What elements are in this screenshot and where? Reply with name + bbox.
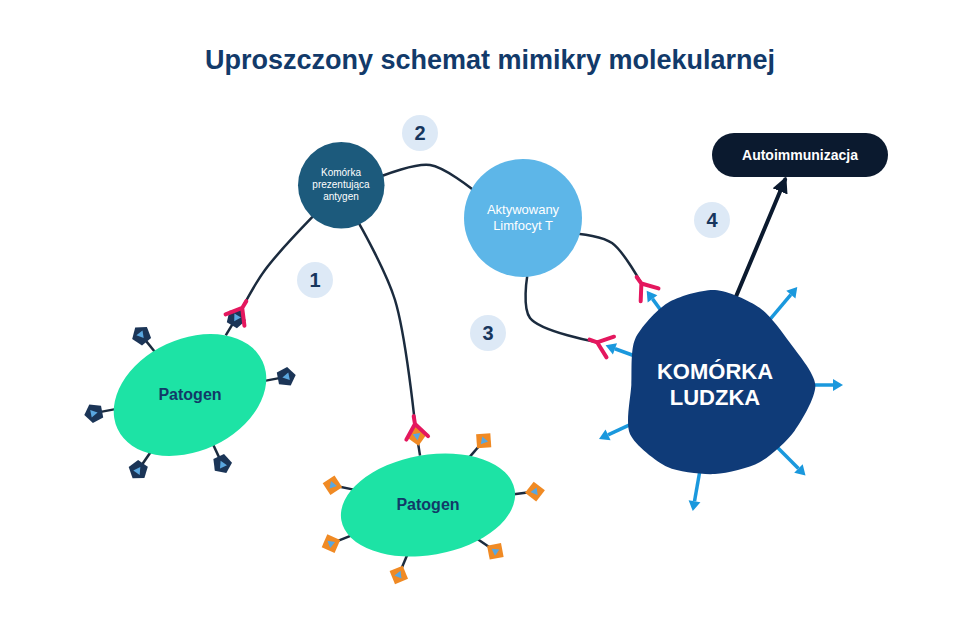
node-text: Komórka prezentująca antygen xyxy=(305,167,377,203)
callout-number: 1 xyxy=(297,262,333,298)
antigen-core xyxy=(327,541,335,548)
antigen-head xyxy=(323,475,343,495)
node-text: Aktywowany Limfocyt T xyxy=(475,202,571,233)
pathogen: Patogen xyxy=(340,455,516,555)
antigen-head xyxy=(84,404,103,423)
antigen-core xyxy=(282,372,289,380)
antigen-head xyxy=(390,566,408,585)
antigen-head xyxy=(476,433,491,448)
receptor xyxy=(637,277,659,301)
surface-antigen-head xyxy=(599,429,611,440)
connector xyxy=(242,217,312,308)
antigen-core xyxy=(481,437,488,445)
outcome-pill: Autoimmunizacja xyxy=(712,133,888,177)
antigen-core xyxy=(220,461,227,469)
callout-number: 3 xyxy=(470,315,506,351)
node-text: Patogen xyxy=(158,385,221,404)
surface-antigen-head xyxy=(786,287,797,299)
node-text: Autoimmunizacja xyxy=(742,147,858,164)
antigen-core xyxy=(394,571,401,579)
antigen-head xyxy=(132,327,151,345)
connector xyxy=(359,224,415,424)
t-lymphocyte: Aktywowany Limfocyt T xyxy=(464,159,582,277)
surface-antigen-head xyxy=(794,464,805,475)
node-label: Patogen xyxy=(158,385,221,404)
pathogen-body xyxy=(94,310,286,479)
antigen-core xyxy=(413,433,421,440)
node-label: KOMÓRKA LUDZKA xyxy=(650,359,780,412)
surface-antigen-head xyxy=(689,500,701,511)
surface-antigen-head xyxy=(833,379,843,391)
receptor xyxy=(406,416,428,439)
connector xyxy=(735,180,785,300)
connector xyxy=(526,277,598,342)
human-cell: KOMÓRKA LUDZKA xyxy=(617,289,813,481)
antigen-core xyxy=(492,549,500,556)
antigen-head xyxy=(487,543,504,560)
surface-antigen xyxy=(615,349,633,355)
pathogen: Patogen xyxy=(110,339,270,451)
antigen-head xyxy=(213,454,232,473)
surface-antigen-head xyxy=(606,343,617,354)
antigen-head xyxy=(129,460,148,478)
cell-body xyxy=(464,159,582,277)
antigen-core xyxy=(136,330,143,338)
connector xyxy=(383,165,472,189)
antigen-core xyxy=(531,487,538,495)
antigen-core xyxy=(234,314,241,322)
node-text: KOMÓRKA LUDZKA xyxy=(650,359,780,412)
antigen-group xyxy=(322,433,545,584)
antigen-presenting-cell: Komórka prezentująca antygen xyxy=(298,142,384,228)
antigen-head xyxy=(525,482,545,502)
surface-antigen-head xyxy=(647,291,658,303)
node-label: Autoimmunizacja xyxy=(742,147,858,164)
cell-body xyxy=(628,290,815,474)
pathogen-body xyxy=(333,440,524,569)
diagram-title: Uproszczony schemat mimikry molekularnej xyxy=(0,45,980,76)
surface-antigen-group xyxy=(599,287,843,511)
callout-number: 4 xyxy=(694,202,730,238)
antigen-core xyxy=(330,481,337,489)
receptor xyxy=(226,301,247,326)
antigen-head xyxy=(277,367,296,386)
callout-number: 2 xyxy=(402,115,438,151)
pill-shape xyxy=(712,133,888,177)
receptor xyxy=(590,337,614,358)
antigen-core xyxy=(133,467,140,475)
node-text: Patogen xyxy=(396,495,459,514)
antigen-core xyxy=(90,410,97,418)
cell-body xyxy=(298,142,384,228)
connector-ends xyxy=(226,277,664,456)
node-label: Komórka prezentująca antygen xyxy=(305,167,377,203)
connector xyxy=(580,234,642,284)
node-label: Aktywowany Limfocyt T xyxy=(475,202,571,233)
antigen-head xyxy=(322,534,341,553)
node-label: Patogen xyxy=(396,495,459,514)
